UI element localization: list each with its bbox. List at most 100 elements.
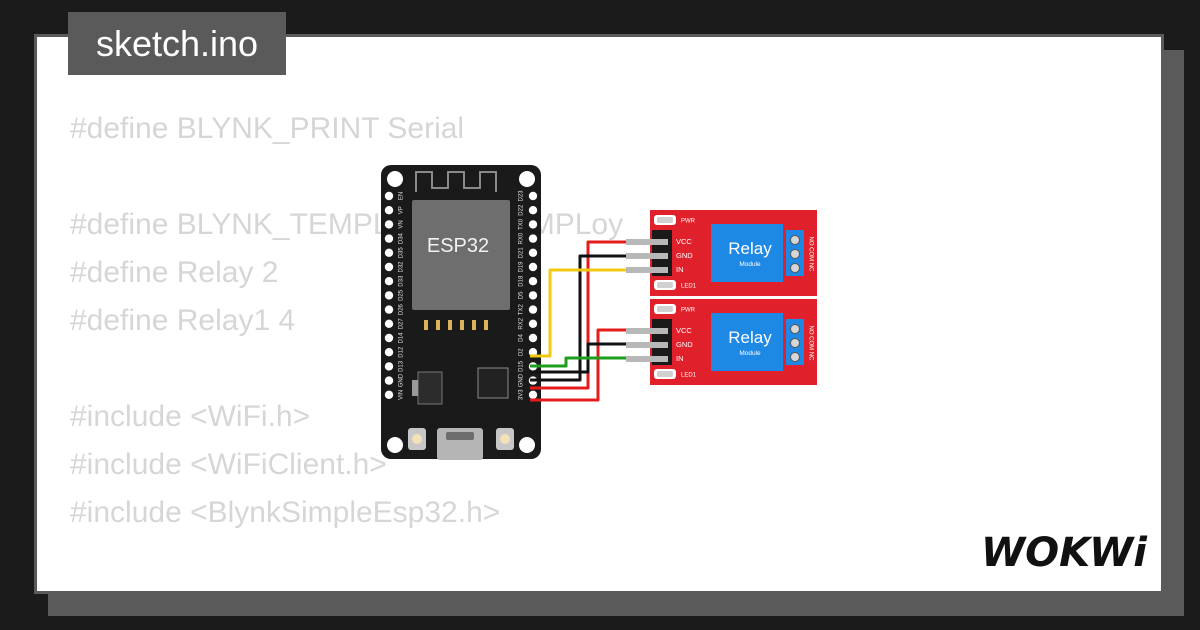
relay-pin-label: GND: [676, 251, 693, 260]
code-line: #include <WiFiClient.h>: [70, 448, 387, 481]
relay-body: [711, 224, 783, 282]
pin-label: RX0: [519, 232, 525, 244]
relay-pin[interactable]: [626, 342, 668, 348]
pin-hole[interactable]: [384, 206, 394, 215]
esp32-board[interactable]: ESP32 ENVPVND34D35D32D33D25D26D27D14D12D…: [381, 165, 541, 460]
pin-label: D19: [519, 261, 525, 273]
pin-hole[interactable]: [384, 291, 394, 300]
pin-label: VIN: [399, 390, 405, 400]
pin-label: D32: [399, 261, 405, 273]
pin-hole[interactable]: [528, 277, 538, 286]
pin-hole[interactable]: [384, 376, 394, 385]
pin-label: D18: [519, 275, 525, 287]
relay-pin-label: IN: [676, 354, 684, 363]
pin-label: D21: [519, 247, 525, 259]
pin-hole[interactable]: [384, 362, 394, 371]
wire-in-relay2: [530, 356, 628, 368]
pin-hole[interactable]: [528, 305, 538, 314]
pin-hole[interactable]: [384, 191, 394, 201]
pin-label: D14: [399, 332, 405, 344]
pin-hole[interactable]: [528, 234, 538, 243]
screw-terminal[interactable]: [790, 249, 800, 259]
wire-in-relay1: [530, 268, 628, 358]
pin-label: D35: [399, 247, 405, 259]
pin-hole[interactable]: [528, 206, 538, 215]
pin-label: D33: [399, 275, 405, 287]
pin-hole[interactable]: [384, 248, 394, 257]
pin-label: D13: [399, 360, 405, 372]
screw-terminal[interactable]: [790, 263, 800, 273]
relay-subtitle: Module: [739, 261, 761, 268]
pin-hole[interactable]: [384, 333, 394, 343]
pin-hole[interactable]: [384, 220, 394, 229]
relay-title: Relay: [728, 328, 772, 347]
relay-pin-label: VCC: [676, 326, 692, 335]
pin-hole[interactable]: [528, 390, 538, 399]
relay-terminal-labels: NO COM NC: [807, 237, 813, 273]
relay-pin-label: GND: [676, 340, 693, 349]
pin-label: D34: [399, 232, 405, 244]
pin-hole[interactable]: [528, 348, 538, 357]
pin-hole[interactable]: [528, 319, 538, 328]
pin-label: 3V3: [519, 389, 525, 400]
relay-pin[interactable]: [626, 239, 668, 245]
pin-hole[interactable]: [528, 333, 538, 343]
pin-hole[interactable]: [384, 234, 394, 243]
wires: [530, 240, 628, 402]
pin-hole[interactable]: [384, 262, 394, 272]
pin-label: VN: [399, 220, 405, 228]
left-pin-header: ENVPVND34D35D32D33D25D26D27D14D12D13GNDV…: [384, 191, 405, 400]
screw-terminal[interactable]: [790, 338, 800, 348]
code-line: #define Relay 2: [70, 256, 279, 289]
pin-hole[interactable]: [384, 390, 394, 399]
brand-name: WOKWi: [981, 530, 1148, 576]
pin-label: TX2: [519, 303, 525, 315]
pin-label: D12: [399, 346, 405, 358]
pin-label: D15: [519, 360, 525, 372]
relay-led-label: LED1: [681, 373, 697, 379]
relay-body: [711, 313, 783, 371]
right-pin-header: D23D22TX0RX0D21D19D18D5TX2RX2D4D2D15GND3…: [519, 190, 538, 400]
pin-label: VP: [399, 206, 405, 214]
wire-vcc-relay1: [530, 240, 628, 390]
pin-hole[interactable]: [384, 277, 394, 286]
relay-pin[interactable]: [626, 267, 668, 273]
wire-gnd-relay1: [530, 254, 628, 382]
pin-label: D25: [399, 289, 405, 301]
relay-pin[interactable]: [626, 356, 668, 362]
pin-hole[interactable]: [528, 248, 538, 257]
pin-label: D4: [519, 334, 525, 342]
pin-hole[interactable]: [528, 291, 538, 300]
relay-pwr-label: PWR: [681, 308, 696, 314]
screw-terminal[interactable]: [790, 324, 800, 334]
chip-label: ESP32: [427, 235, 489, 257]
pin-label: GND: [399, 373, 405, 387]
pin-label: D2: [519, 348, 525, 356]
screw-terminal[interactable]: [790, 235, 800, 245]
relay-pin-label: VCC: [676, 237, 692, 246]
relay-terminal-labels: NO COM NC: [807, 326, 813, 362]
code-line: #define Relay1 4: [70, 304, 296, 337]
file-title-tag: sketch.ino: [68, 12, 286, 75]
pin-hole[interactable]: [384, 348, 394, 357]
code-line: #define BLYNK_PRINT Serial: [70, 112, 465, 145]
pin-label: EN: [399, 192, 405, 200]
pin-hole[interactable]: [528, 220, 538, 229]
relay-pin[interactable]: [626, 253, 668, 259]
pin-label: D23: [519, 190, 525, 202]
relay-led-label: LED1: [681, 284, 697, 290]
pin-hole[interactable]: [384, 305, 394, 314]
pin-label: D26: [399, 303, 405, 315]
pin-hole[interactable]: [528, 262, 538, 272]
screw-terminal[interactable]: [790, 352, 800, 362]
pin-label: GND: [519, 373, 525, 387]
pin-label: RX2: [519, 317, 525, 329]
pin-hole[interactable]: [528, 191, 538, 201]
relay-pin[interactable]: [626, 328, 668, 334]
wokwi-logo: WOKWi: [981, 530, 1148, 576]
pin-hole[interactable]: [384, 319, 394, 328]
relay-title: Relay: [728, 239, 772, 258]
